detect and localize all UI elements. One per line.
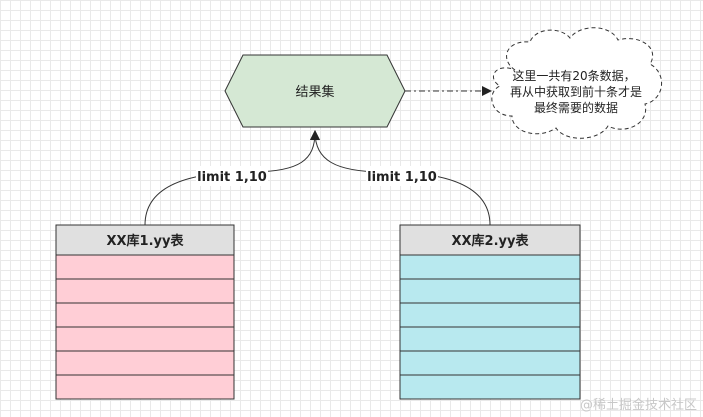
table-db2-title: XX库2.yy表	[452, 233, 530, 249]
table-row	[399, 302, 581, 328]
table-row	[55, 326, 235, 352]
table-row	[399, 374, 581, 400]
table-row	[399, 278, 581, 304]
table-db1-title: XX库1.yy表	[107, 233, 185, 249]
result-set-node[interactable]: 结果集	[224, 54, 406, 128]
table-row	[399, 254, 581, 280]
table-row	[399, 350, 581, 376]
table-row	[55, 302, 235, 328]
table-db1-header	[55, 224, 235, 256]
right-edge-label: limit 1,10	[366, 166, 438, 186]
right-edge-label-text: limit 1,10	[367, 170, 437, 185]
note-line-3: 最终需要的数据	[534, 100, 618, 115]
table-row	[55, 278, 235, 304]
table-row	[55, 350, 235, 376]
left-edge-label: limit 1,10	[196, 166, 268, 186]
result-set-shape	[224, 54, 406, 128]
note-line-2: 再从中获取到前十条才是	[510, 84, 642, 99]
note-cloud-shape	[491, 27, 663, 139]
table-db2[interactable]: XX库2.yy表	[399, 224, 581, 400]
note-cloud: 这里一共有20条数据， 再从中获取到前十条才是 最终需要的数据	[491, 27, 663, 139]
table-row	[399, 326, 581, 352]
table-db1[interactable]: XX库1.yy表	[55, 224, 235, 400]
watermark: @稀土掘金技术社区	[580, 397, 697, 413]
table-row	[55, 254, 235, 280]
left-edge-label-text: limit 1,10	[197, 170, 267, 185]
table-row	[55, 374, 235, 400]
result-set-label: 结果集	[295, 84, 334, 100]
note-line-1: 这里一共有20条数据，	[512, 68, 635, 83]
